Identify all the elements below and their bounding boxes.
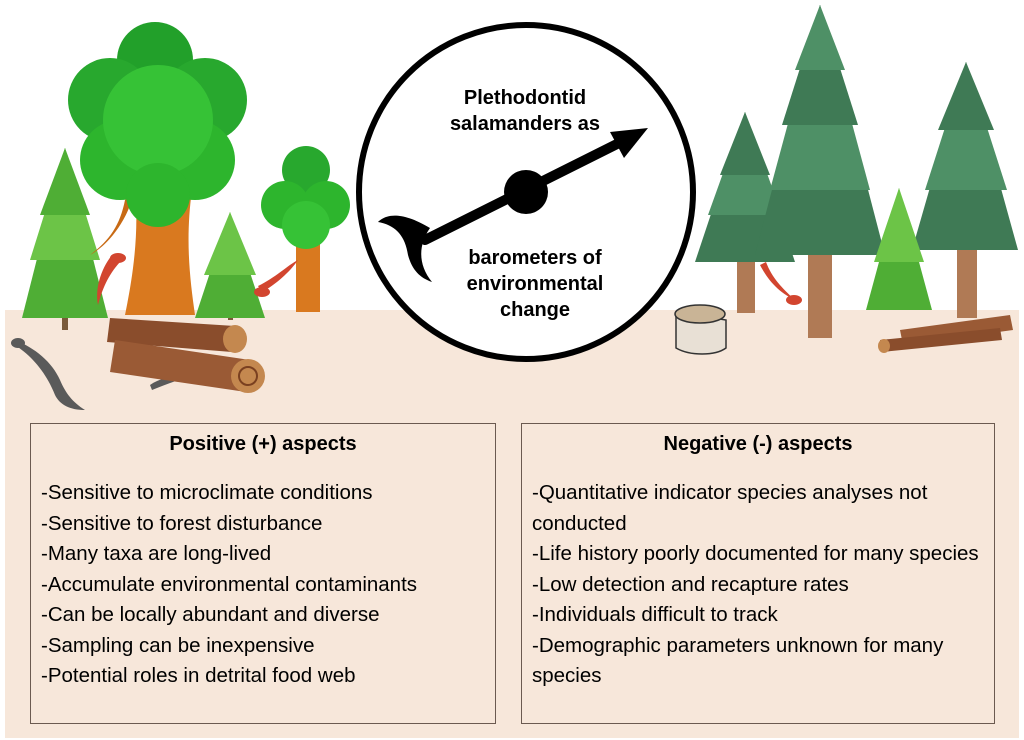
positive-aspects-list: -Sensitive to microclimate conditions -S… <box>41 478 487 692</box>
list-item: -Sensitive to forest disturbance <box>41 511 323 535</box>
conifer-tree-icon <box>755 5 885 338</box>
salamander-icon <box>97 253 126 305</box>
gauge-label-top: Plethodontid salamanders as <box>420 85 630 137</box>
log-icon <box>107 318 265 393</box>
list-item: -Quantitative indicator species analyses… <box>532 481 928 535</box>
salamander-icon <box>254 260 298 297</box>
light-fir-tree-icon <box>866 188 932 310</box>
positive-aspects-box: Positive (+) aspects -Sensitive to micro… <box>30 423 496 724</box>
log-icon <box>878 315 1013 353</box>
list-item: -Can be locally abundant and diverse <box>41 603 380 626</box>
positive-aspects-title: Positive (+) aspects <box>169 433 357 455</box>
gauge-label-line: barometers of <box>468 247 602 269</box>
negative-aspects-box: Negative (-) aspects -Quantitative indic… <box>521 423 995 724</box>
forest-scene <box>11 5 1018 410</box>
list-item: -Life history poorly documented for many… <box>532 542 979 565</box>
gauge-label-bottom: barometers of environmental change <box>430 245 640 323</box>
list-item: -Low detection and recapture rates <box>532 572 849 596</box>
list-item: -Individuals difficult to track <box>532 603 778 626</box>
list-item: -Potential roles in detrital food web <box>41 664 356 687</box>
list-item: -Sensitive to microclimate conditions <box>41 481 373 504</box>
gauge-label-line: salamanders as <box>449 113 601 135</box>
light-fir-tree-icon <box>22 148 108 330</box>
salamander-icon <box>760 262 802 305</box>
stump-icon <box>674 304 727 355</box>
salamander-icon <box>11 338 85 410</box>
negative-aspects-title: Negative (-) aspects <box>663 433 853 455</box>
gauge-label-line: environmental <box>466 273 604 295</box>
list-item: -Many taxa are long-lived <box>41 542 272 565</box>
gauge-label-line: change <box>499 299 571 321</box>
list-item: -Sampling can be inexpensive <box>41 633 315 657</box>
barometer-dial-icon <box>356 22 696 362</box>
light-fir-tree-icon <box>195 212 265 320</box>
negative-aspects-list: -Quantitative indicator species analyses… <box>532 478 986 692</box>
list-item: -Demographic parameters unknown for many… <box>532 633 944 688</box>
deciduous-tree-icon <box>261 146 350 312</box>
conifer-tree-icon <box>912 62 1018 318</box>
gauge-label-line: Plethodontid <box>463 87 587 109</box>
list-item: -Accumulate environmental contaminants <box>41 572 418 596</box>
deciduous-tree-icon <box>68 22 247 315</box>
